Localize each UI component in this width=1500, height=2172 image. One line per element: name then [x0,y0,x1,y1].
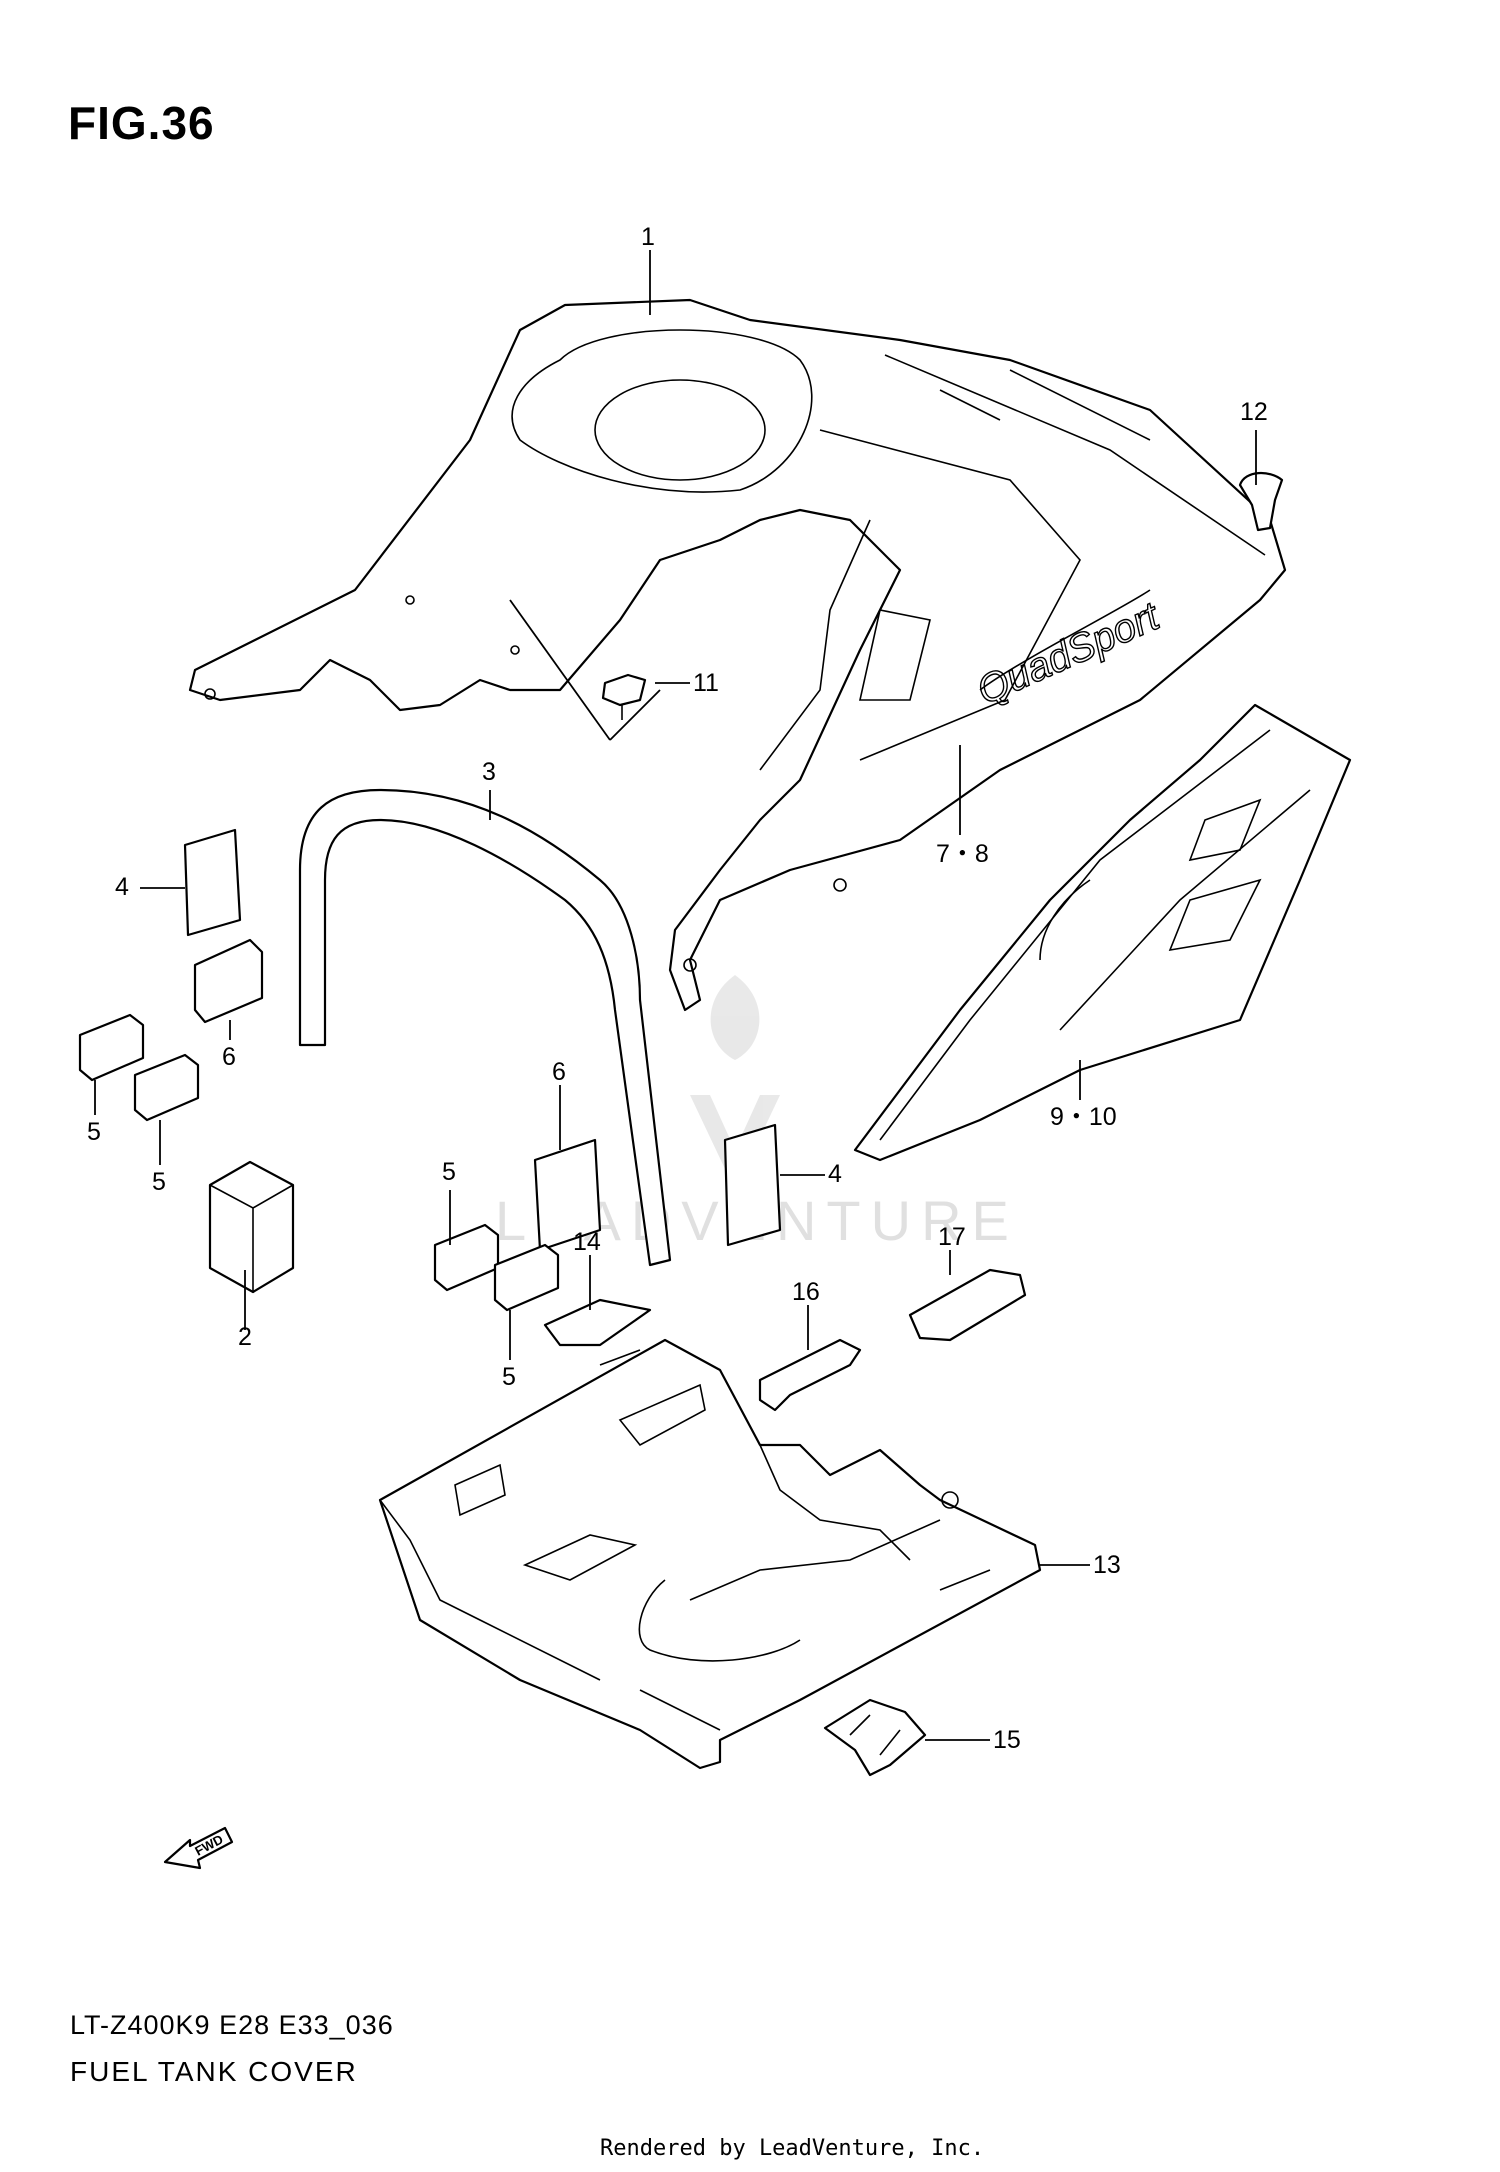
callout-15: 15 [993,1726,1021,1754]
callout-16: 16 [792,1278,820,1306]
part-15 [823,1698,927,1777]
callout-5-left-2: 5 [152,1168,166,1196]
part-fuel-tank-cover: QuadSport [188,298,1287,1012]
part-clip-12 [1238,472,1284,532]
fwd-arrow: FWD [163,1826,234,1870]
callout-5-center-2: 5 [502,1363,516,1391]
callout-2: 2 [238,1323,252,1351]
callout-6-center: 6 [552,1058,566,1086]
callout-labels: 1 2 3 4 4 5 5 5 5 6 6 7・8 9・10 11 12 13 … [87,223,1268,1754]
callout-3: 3 [482,758,496,786]
part-cushions-left [78,828,264,1122]
callout-4-right: 4 [828,1160,842,1188]
callout-14: 14 [573,1228,601,1256]
figure-title: FIG.36 [68,97,215,149]
callout-9-10: 9・10 [1050,1103,1117,1131]
callout-11: 11 [693,669,719,697]
part-16 [758,1338,862,1412]
part-side-decal [853,703,1352,1162]
callout-6-left: 6 [222,1043,236,1071]
part-band [298,788,672,1267]
callout-5-center-1: 5 [442,1158,456,1186]
rendered-by-footer: Rendered by LeadVenture, Inc. [600,2136,985,2161]
leader-lines [94,250,1257,1741]
page-title: FUEL TANK COVER [70,2056,358,2087]
part-under-cover [378,1338,1042,1770]
part-17 [908,1268,1027,1342]
callout-4-left: 4 [115,873,129,901]
callout-1: 1 [641,223,655,251]
callout-13: 13 [1093,1551,1121,1579]
part-box [208,1160,295,1294]
model-code: LT-Z400K9 E28 E33_036 [70,2010,394,2040]
callout-17: 17 [938,1223,966,1251]
part-clip-11 [601,673,647,720]
callout-5-left-1: 5 [87,1118,101,1146]
callout-7-8: 7・8 [936,840,989,868]
part-cushions-center [433,1123,782,1347]
callout-12: 12 [1240,398,1268,426]
